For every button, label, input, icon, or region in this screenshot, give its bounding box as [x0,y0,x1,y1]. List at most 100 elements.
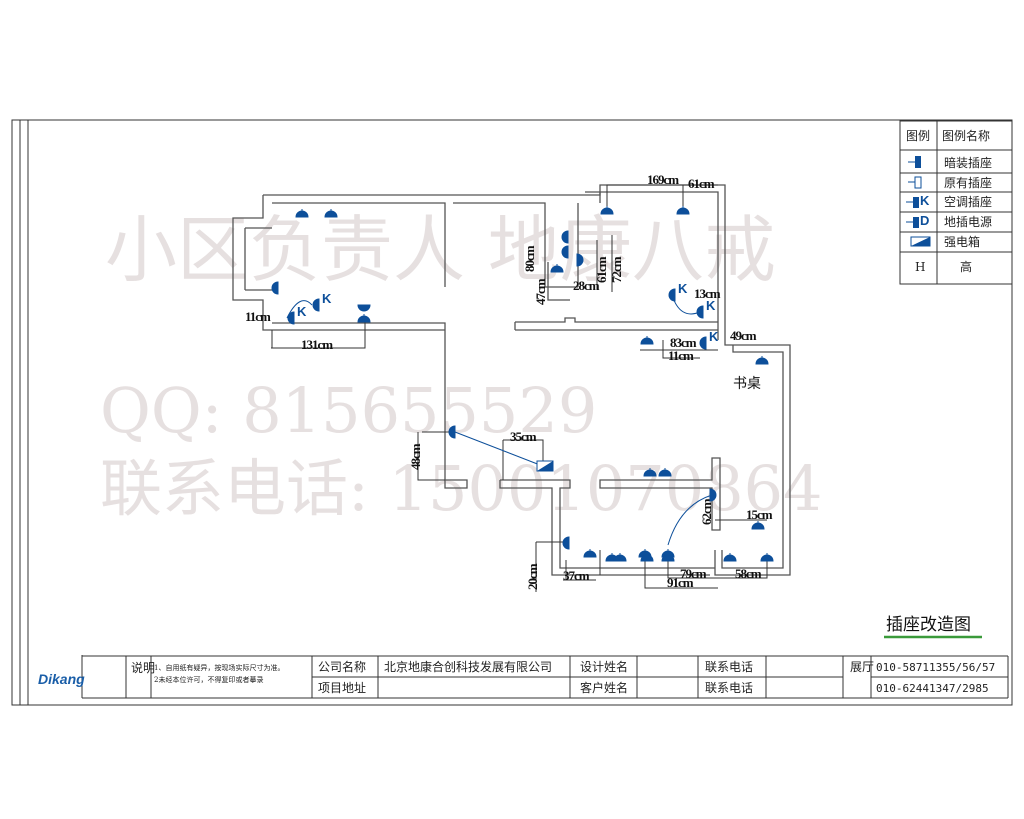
socket-icon [324,209,338,218]
notes-line-1: 1、自用纸有疑异，按现场实际尺寸为准。 [154,663,284,672]
svg-text:D: D [920,213,929,228]
socket-icon [295,209,309,218]
dim-label: 58cm [735,566,762,581]
dim-label: 91cm [667,575,694,590]
socket-icon [658,468,672,477]
existing-socket-icon [908,176,922,189]
ac-socket-icon: K [312,291,332,312]
dim-label: 61cm [688,176,715,191]
dim-label: 83cm [670,335,697,350]
ac-mark: K [709,329,719,344]
socket-icon [357,304,371,312]
socket-icon [661,553,675,562]
distribution-box-icon [910,236,931,247]
socket-icon [600,206,614,215]
dim-label: 61cm [594,256,609,283]
socket-icon [751,521,765,530]
floor-power-icon: D [906,213,929,228]
ac-socket-icon: K [696,298,716,319]
legend-header-name: 图例名称 [942,128,990,143]
showroom-phone-2: 010-62441347/2985 [876,682,989,695]
dim-label: 169cm [647,172,679,187]
dim-label: 20cm [525,563,540,590]
dim-label: 35cm [510,429,537,444]
dim-label: 131cm [301,337,333,352]
legend-label: 空调插座 [944,194,992,209]
socket-icon [676,206,690,215]
watermark-2: QQ: 815655529 [100,374,597,447]
socket-icon [723,553,737,562]
socket-icon [561,230,569,244]
company-logo: Dikang [38,671,85,687]
legend-header-symbol: 图例 [906,129,930,143]
socket-icon [271,281,279,295]
dim-label: 47cm [533,278,548,305]
title-block: Dikang 说明 1、自用纸有疑异，按现场实际尺寸为准。 2未经本位许可，不得… [38,655,1009,699]
dimension-lines [271,184,768,592]
company-value: 北京地康合创科技发展有限公司 [384,659,552,674]
designer-label: 设计姓名 [580,659,628,674]
svg-text:K: K [920,193,930,208]
ac-socket-icon: K [699,329,719,350]
showroom-phone-1: 010-58711355/56/57 [876,661,995,674]
drawing-title: 插座改造图 [886,615,971,635]
ac-mark: K [297,304,307,319]
socket-icon [643,468,657,477]
socket-icon [562,536,570,550]
socket-icon [613,553,627,562]
wire-arc [671,294,701,315]
dim-label: 62cm [699,498,714,525]
socket-icon [640,336,654,345]
company-label: 公司名称 [318,659,366,674]
showroom-label: 展厅 [850,660,874,674]
dim-label: 80cm [522,245,537,272]
legend-label: 原有插座 [944,175,992,190]
socket-icon [709,488,717,502]
dim-label: 79cm [680,566,707,581]
socket-icon [640,553,654,562]
legend: 图例 图例名称 暗装插座 原有插座 K 空调插座 D 地插电源 强电箱 H 高 [899,120,1013,285]
socket-icon [760,553,774,562]
walls [232,184,791,576]
legend-label: 暗装插座 [944,155,992,170]
wire-arc [667,494,713,546]
wire-line [454,431,541,466]
socket-icon [448,425,456,439]
socket-icon [550,264,564,273]
ac-socket-icon: K [906,193,930,208]
dim-label: 15cm [746,507,773,522]
customer-label: 客户姓名 [580,680,628,695]
ac-mark: K [678,281,688,296]
dim-label: 13cm [694,286,721,301]
legend-symbol-h: H [915,260,925,274]
dim-label: 72cm [609,256,624,283]
ac-mark: K [706,298,716,313]
watermark-1: 小区负责人 地康八戒 [105,208,776,292]
dim-label: 48cm [408,443,423,470]
legend-label: 强电箱 [944,234,980,249]
desk-label: 书桌 [733,376,761,392]
notes-line-2: 2未经本位许可，不得复印或者摹录 [154,675,263,684]
dim-label: 11cm [668,348,694,363]
dim-label: 49cm [730,328,757,343]
address-label: 项目地址 [318,681,366,695]
dimension-labels: 169cm 61cm 80cm 47cm 28cm 61cm 72cm 13cm… [245,172,774,590]
socket-icon [357,314,371,323]
phone-label: 联系电话 [705,681,753,695]
dim-label: 11cm [245,309,271,324]
legend-label: 高 [960,259,972,274]
concealed-socket-icon [908,156,921,168]
legend-label: 地插电源 [944,215,992,229]
dim-label: 37cm [563,568,590,583]
socket-icon [755,356,769,365]
socket-icon [583,549,597,558]
socket-icon [561,245,569,259]
dim-label: 28cm [573,278,600,293]
ac-mark: K [322,291,332,306]
wire-arc [286,300,313,319]
socket-icon [576,253,584,267]
ac-socket-icon: K [287,304,307,325]
notes-label: 说明 [131,660,155,675]
